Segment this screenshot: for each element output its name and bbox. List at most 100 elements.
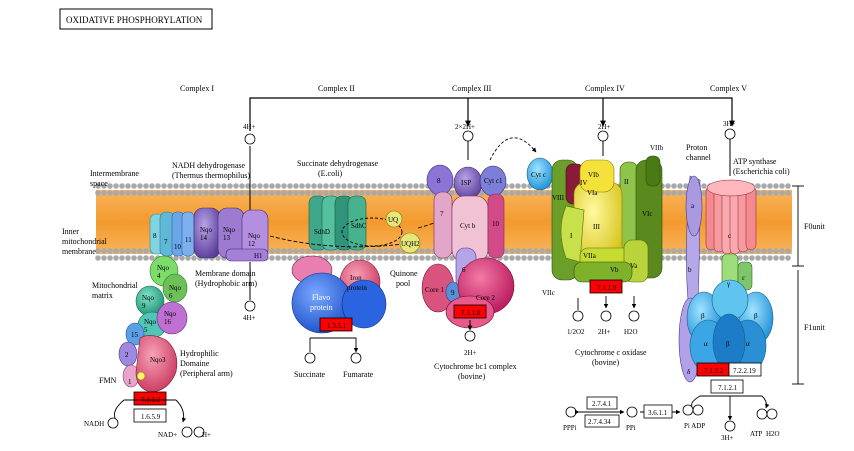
- flavo-label: Flavo: [312, 293, 330, 302]
- ec-3-6-1-1[interactable]: 3.6.1.1: [643, 404, 673, 419]
- subunit-ngo16[interactable]: [156, 301, 188, 335]
- fumarate-node[interactable]: [350, 352, 362, 364]
- subunit-vb[interactable]: [579, 159, 615, 193]
- lipid-head: [185, 255, 191, 261]
- lipid-head: [527, 248, 533, 254]
- subunit-15-label: 15: [131, 331, 139, 339]
- proton-out-node[interactable]: [597, 130, 609, 142]
- pppi-node[interactable]: [565, 406, 577, 418]
- ec-2-7-4-1[interactable]: 2.7.4.1: [586, 396, 618, 410]
- o2-node[interactable]: [572, 310, 584, 322]
- lipid-head: [479, 190, 485, 196]
- lipid-head: [131, 248, 137, 254]
- lipid-head: [269, 183, 275, 189]
- proton-in-node[interactable]: [464, 330, 476, 342]
- lipid-head: [341, 183, 347, 189]
- subunit-a[interactable]: [685, 175, 703, 237]
- lipid-head: [701, 190, 707, 196]
- subunit-10[interactable]: [487, 193, 505, 259]
- complex-iii: 2×2H+ 8 ISP Cyt c1 7 Cyt b 10 6 9 Core 1…: [421, 123, 537, 381]
- subunit-viib[interactable]: [645, 155, 661, 187]
- ppi-label: PPi: [626, 424, 636, 432]
- proton-out-node[interactable]: [724, 128, 736, 140]
- lipid-head: [281, 190, 287, 196]
- subunit-i[interactable]: [560, 205, 585, 263]
- ec-2-7-4-34[interactable]: 2.7.4.34: [584, 414, 620, 428]
- proton-in-node[interactable]: [244, 300, 256, 312]
- ppi-node[interactable]: [626, 406, 638, 418]
- lipid-head: [149, 190, 155, 196]
- subunit-7[interactable]: [433, 191, 453, 259]
- ec-7-1-2-1[interactable]: 7.1.2.1: [710, 379, 744, 394]
- lipid-head: [161, 190, 167, 196]
- subunit-ngo3[interactable]: [135, 335, 178, 393]
- lipid-head: [407, 183, 413, 189]
- h2o-node[interactable]: [766, 408, 778, 420]
- lipid-head: [671, 190, 677, 196]
- ec-7-1-1-2[interactable]: 7.1.1.2: [133, 391, 167, 406]
- lipid-head: [131, 183, 137, 189]
- ec-7-1-1-8[interactable]: 7.1.1.8: [453, 304, 487, 319]
- ec-1-3-5-1[interactable]: 1.3.5.1: [319, 317, 353, 332]
- succinate-node[interactable]: [304, 352, 316, 364]
- nad-node[interactable]: [181, 426, 193, 438]
- lipid-head: [515, 248, 521, 254]
- pi-node[interactable]: [682, 404, 694, 416]
- uqh2-node[interactable]: [399, 232, 421, 254]
- subunit-1-label: 1: [128, 378, 132, 386]
- lipid-head: [533, 248, 539, 254]
- uqh2-label: UQH2: [401, 240, 420, 248]
- ec-7-1-1-9[interactable]: 7.1.1.9: [589, 279, 623, 294]
- adp-node[interactable]: [692, 404, 704, 416]
- proton-out-node[interactable]: [244, 133, 256, 145]
- proton-out-node[interactable]: [462, 130, 474, 142]
- c-ring[interactable]: [705, 179, 757, 255]
- lipid-head: [257, 190, 263, 196]
- subunit-ngo3-label: Nqo3: [150, 356, 166, 364]
- complex-i-proton-in: 4H+: [243, 314, 256, 322]
- h2o-node[interactable]: [628, 310, 640, 322]
- lipid-head: [767, 183, 773, 189]
- subunit-h1[interactable]: [225, 248, 269, 262]
- proton-node[interactable]: [193, 426, 205, 438]
- ec-7-1-2-2[interactable]: 7.1.2.2: [696, 362, 730, 377]
- lipid-head: [521, 183, 527, 189]
- subunit-15[interactable]: [125, 322, 145, 346]
- atp-node[interactable]: [756, 408, 768, 420]
- subunit-c-label: c: [728, 232, 731, 240]
- lipid-head: [101, 255, 107, 261]
- cyt-c1-label: Cyt c1: [484, 177, 503, 185]
- lipid-head: [701, 183, 707, 189]
- lipid-head: [773, 190, 779, 196]
- subunit-11[interactable]: [181, 211, 195, 257]
- lipid-head: [125, 190, 131, 196]
- subunit-7-label: 7: [440, 210, 444, 218]
- sdhc-helix-2[interactable]: [347, 195, 367, 251]
- ec-7-2-2-19-text: 7.2.2.19: [733, 367, 756, 375]
- nadh-node[interactable]: [107, 417, 119, 429]
- subunit-8-label: 8: [153, 232, 157, 240]
- quinone-pool-label-2: pool: [396, 279, 411, 288]
- subunit-viic-label: VIIc: [542, 289, 555, 297]
- lipid-head: [119, 190, 125, 196]
- lipid-head: [545, 190, 551, 196]
- flavo-label-2: protein: [310, 303, 333, 312]
- lipid-head: [533, 255, 539, 261]
- lipid-head: [785, 183, 791, 189]
- lipid-head: [227, 190, 233, 196]
- ec-7-2-2-19[interactable]: 7.2.2.19: [728, 362, 762, 377]
- subunit-iv[interactable]: [573, 261, 633, 283]
- uq-node[interactable]: [385, 210, 403, 228]
- ec-1-6-5-9[interactable]: 1.6.5.9: [133, 408, 167, 423]
- lipid-head: [329, 190, 335, 196]
- lipid-head: [389, 190, 395, 196]
- proton-in-node[interactable]: [724, 420, 736, 432]
- pppi-label: PPPi: [563, 424, 577, 432]
- cyt-c-label: Cyt c: [531, 171, 546, 179]
- fmn-cofactor[interactable]: [136, 371, 146, 381]
- lipid-head: [737, 255, 743, 261]
- proton-in-node[interactable]: [600, 310, 612, 322]
- lipid-head: [185, 183, 191, 189]
- flavo-protein-2[interactable]: [341, 279, 387, 329]
- lipid-head: [125, 255, 131, 261]
